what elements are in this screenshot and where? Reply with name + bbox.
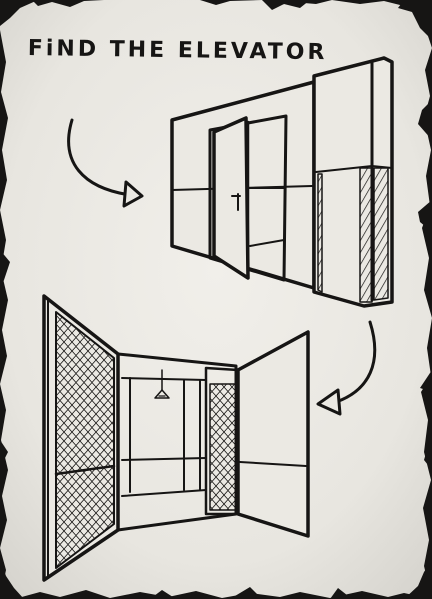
elevator-closed-drawing: [170, 56, 394, 308]
note-title: FiND THE ELEVATOR: [27, 36, 328, 66]
elevator-open-drawing: [42, 294, 310, 582]
door-handle-icon: [231, 193, 241, 211]
curved-arrow-icon: [316, 320, 377, 416]
curved-arrow-icon: [67, 118, 144, 208]
ceiling-lamp-icon: [154, 369, 170, 399]
door-leaf: [212, 116, 250, 280]
